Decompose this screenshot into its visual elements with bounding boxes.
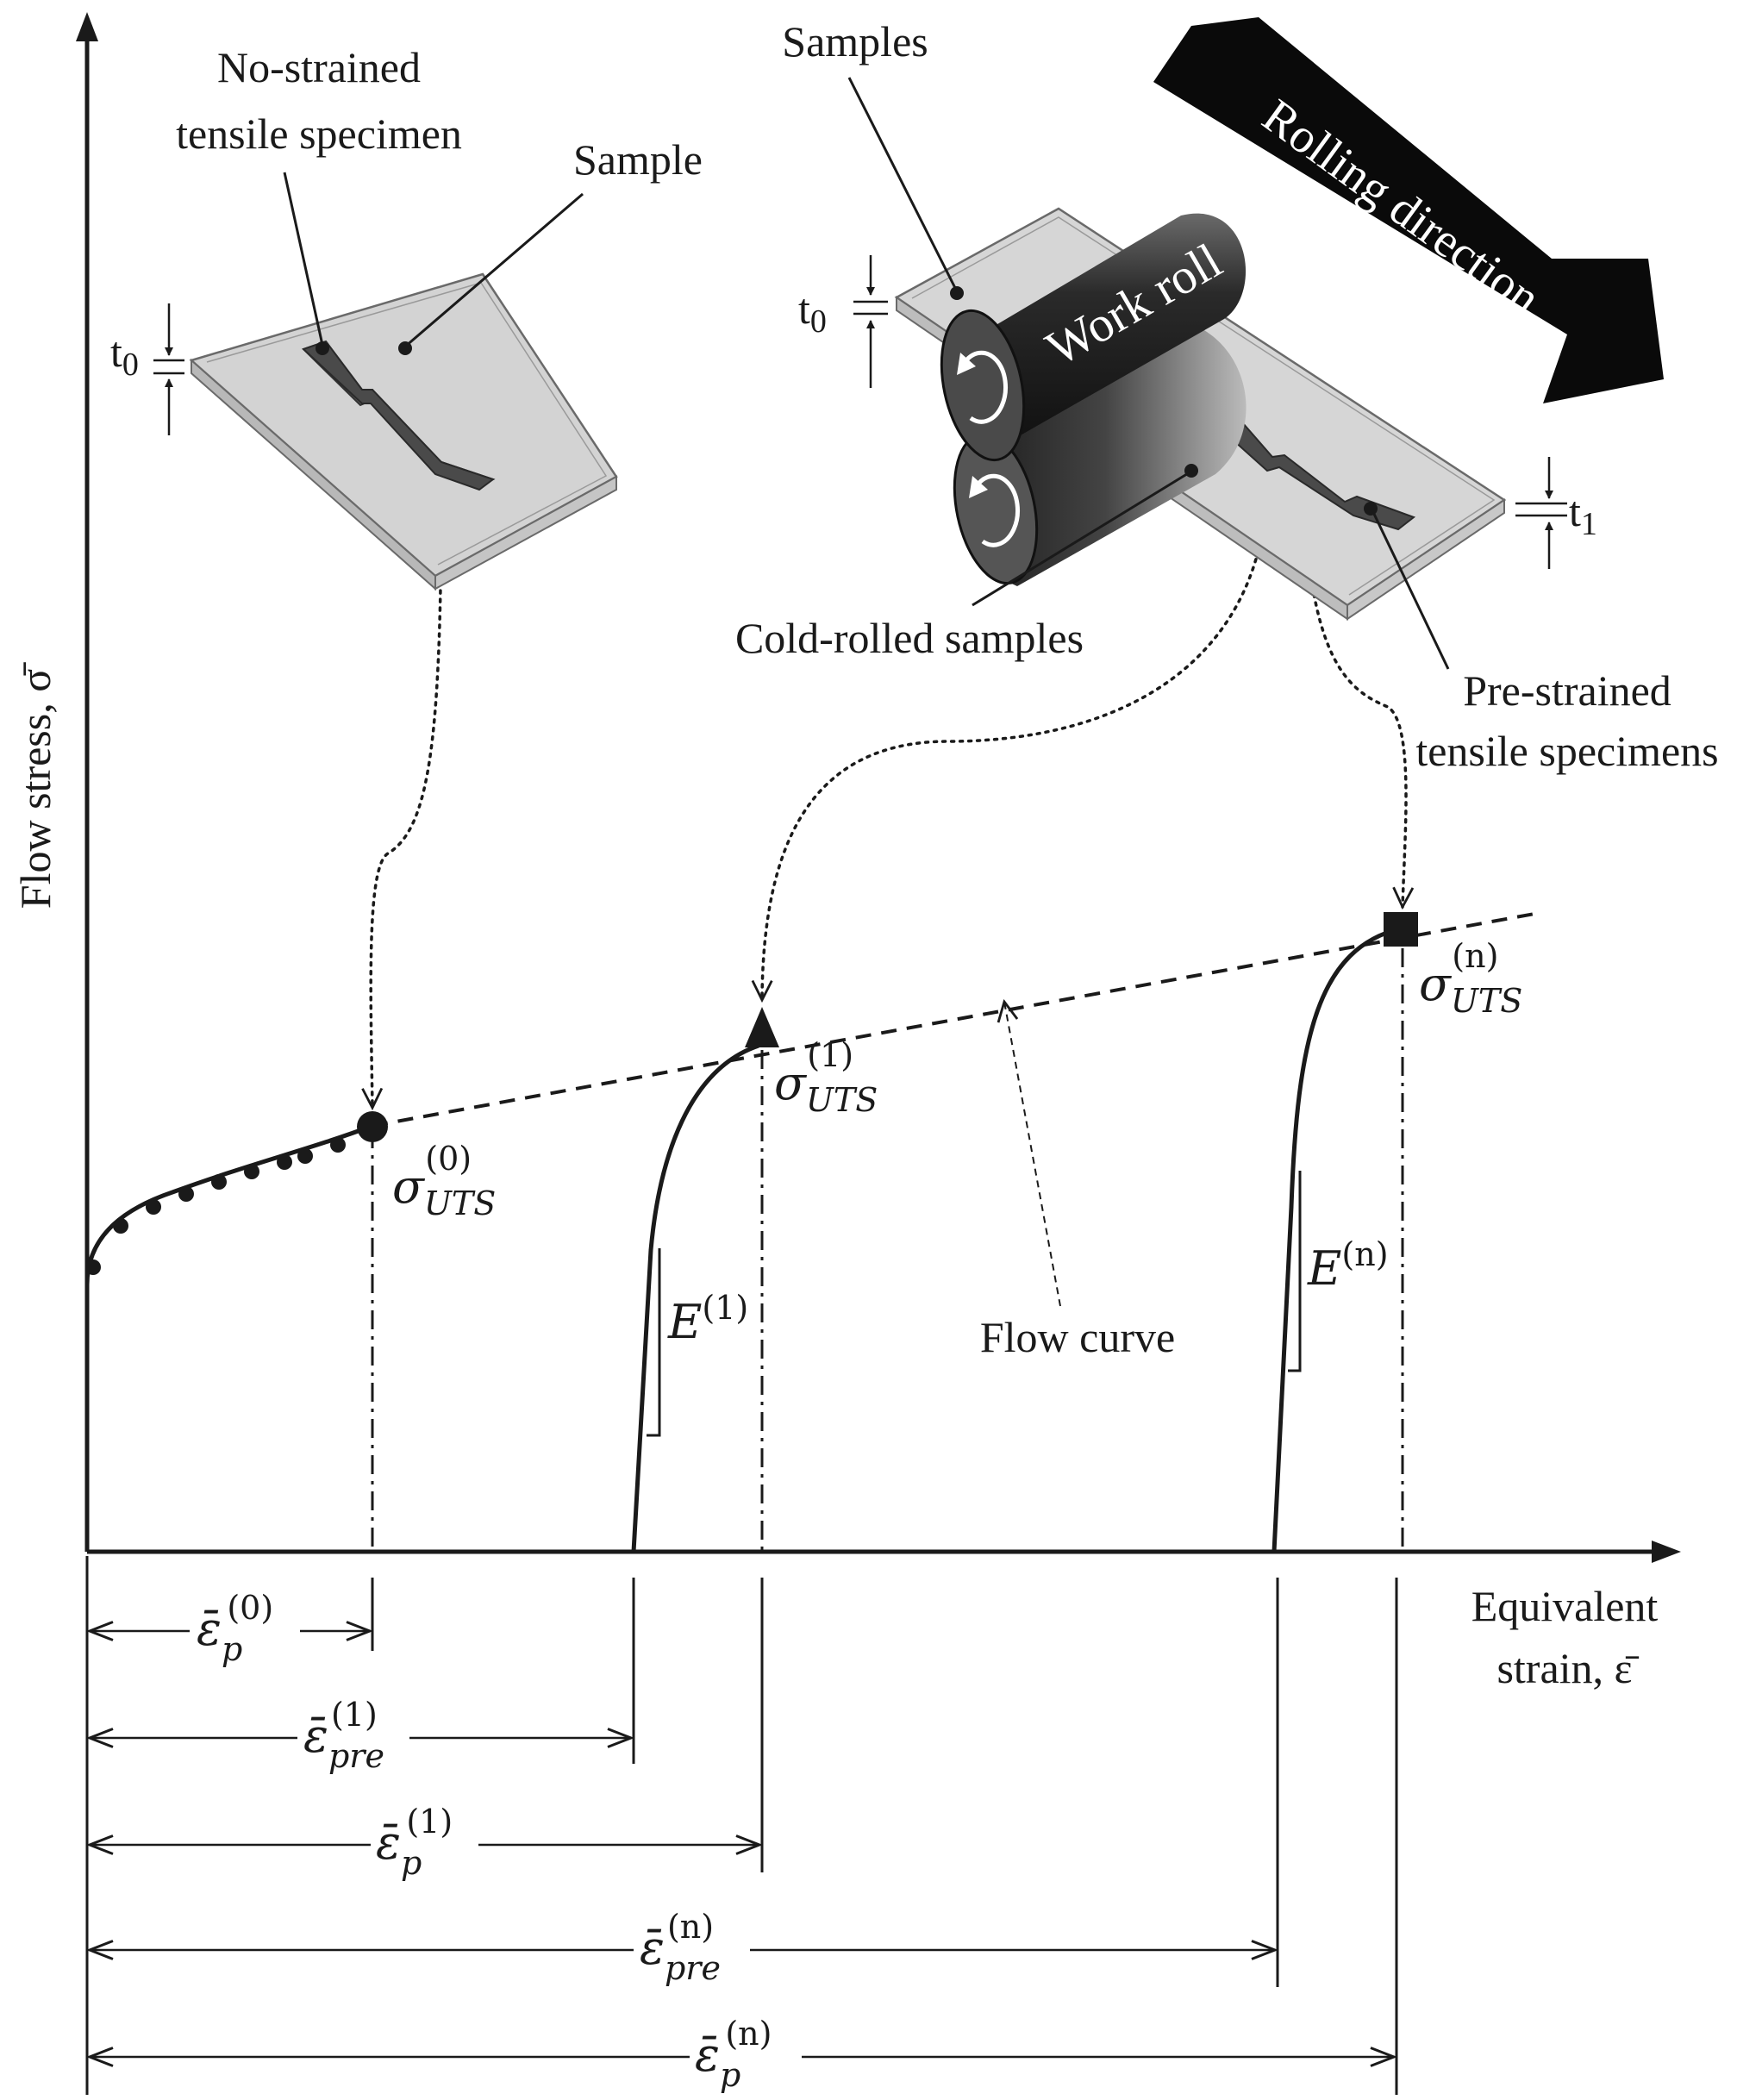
youngs-modulus-triangle-n [1288, 1171, 1302, 1372]
label-eps-pn: ε̄p(n) [695, 2015, 772, 2094]
x-axis-label-line1: Equivalent [1471, 1582, 1659, 1630]
label-samples: Samples [782, 17, 928, 66]
data-point [85, 1259, 101, 1275]
label-sample: Sample [573, 135, 703, 184]
label-eps-p0: ε̄p(0) [197, 1589, 273, 1668]
leader-sample [404, 192, 584, 348]
label-sigma-uts-1: σUTS(1) [774, 1036, 878, 1119]
dimension-ticks [85, 1556, 1398, 2095]
initial-curve-data-points [85, 1137, 346, 1275]
plate-right-edge [434, 475, 617, 591]
prestrained-curve-n [1272, 926, 1402, 1553]
youngs-modulus-triangle-1 [647, 1248, 661, 1437]
label-t0-left: t0 [110, 328, 139, 383]
uts-point-0-circle [357, 1111, 388, 1142]
leader-sample-dot [398, 341, 412, 355]
rolling-direction-arrow-shape [1153, 17, 1664, 403]
no-strained-tensile-specimen [302, 340, 496, 491]
top-roll-rotation-arrowhead [957, 353, 976, 375]
thickness-marker-t0-left [153, 303, 184, 435]
label-no-strained-line2: tensile specimen [176, 109, 462, 158]
label-pre-strained-line2: tensile specimens [1415, 727, 1718, 775]
top-roll-end-cap [940, 309, 1026, 462]
connector-rolled-to-utsn [1302, 490, 1406, 907]
flow-curve-leader [1004, 1002, 1061, 1307]
reference-lines [371, 948, 1404, 1550]
bottom-roll-rotation-arrowhead [969, 476, 988, 498]
leader-no-strained-dot [316, 341, 329, 355]
prestrained-specimen-body [1207, 408, 1416, 531]
data-point [330, 1137, 346, 1153]
leader-cold-rolled [972, 471, 1190, 607]
leader-no-strained [283, 172, 324, 346]
x-axis-label-line2: strain, ε̄ [1496, 1644, 1639, 1692]
y-axis-label: Flow stress, σ̄ [11, 662, 59, 909]
label-sigma-uts-n: σUTS(n) [1419, 937, 1522, 1020]
rolled-plate-right-edge [1346, 498, 1505, 621]
y-axis-arrow [76, 12, 98, 41]
leader-samples-dot [950, 286, 964, 300]
label-eps-pren: ε̄pre(n) [640, 1908, 721, 1987]
thickness-marker-t0-right [853, 255, 888, 388]
label-e1: E(1) [667, 1289, 748, 1349]
label-t0-right: t0 [798, 284, 827, 340]
label-eps-pre1: ε̄pre(1) [303, 1696, 384, 1775]
axes [76, 12, 1681, 1563]
connection-curves [371, 477, 1406, 1108]
data-point [178, 1186, 194, 1202]
data-point [146, 1199, 161, 1215]
leader-pre-strained [1371, 509, 1450, 670]
plate-inner-edge [206, 282, 608, 566]
specimen-body [302, 340, 496, 491]
label-eps-p1: ε̄p(1) [376, 1803, 453, 1882]
data-point [277, 1154, 292, 1170]
label-rolling-direction: Rolling direction [1253, 89, 1550, 325]
data-point [113, 1218, 128, 1234]
leader-samples [847, 77, 959, 292]
label-sigma-uts-0: σUTS(0) [392, 1140, 496, 1222]
pre-strained-tensile-specimen [1207, 408, 1416, 531]
data-point [244, 1164, 259, 1179]
rolled-plate-inner-edge [911, 216, 1496, 596]
dimension-arrows [90, 1631, 1394, 2057]
uts-point-n-square [1384, 912, 1418, 947]
top-roll-rotation-icon [961, 350, 1008, 424]
bottom-roll-rotation-icon [973, 473, 1020, 547]
leader-pre-strained-dot [1364, 502, 1378, 516]
data-point [297, 1148, 313, 1164]
label-flow-curve: Flow curve [980, 1313, 1175, 1361]
leader-cold-rolled-dot [1184, 464, 1198, 478]
prestrained-curve-1 [631, 1043, 759, 1553]
uts-point-1-triangle [745, 1007, 779, 1047]
flow-curve-line [372, 912, 1535, 1128]
initial-tensile-curve [84, 1123, 373, 1285]
thickness-marker-t1 [1515, 457, 1567, 569]
label-cold-rolled: Cold-rolled samples [735, 614, 1084, 662]
label-pre-strained-line1: Pre-strained [1463, 666, 1671, 715]
label-no-strained-line1: No-strained [217, 43, 421, 91]
label-t1: t1 [1569, 487, 1597, 542]
label-en: E(n) [1307, 1235, 1389, 1296]
x-axis-arrow [1652, 1541, 1681, 1563]
data-point [211, 1174, 227, 1190]
connector-rolled-to-uts1 [762, 490, 1269, 1000]
connector-sample-to-uts0 [371, 477, 443, 1108]
